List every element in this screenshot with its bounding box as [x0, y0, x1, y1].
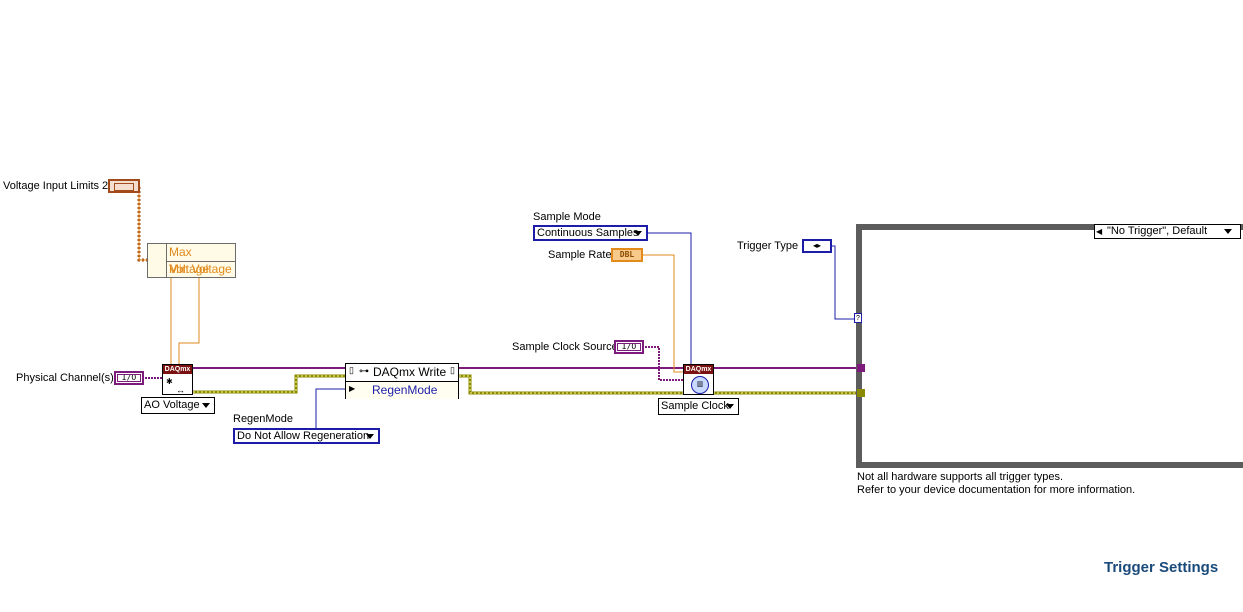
- voltage-input-limits-terminal[interactable]: [108, 179, 140, 193]
- voltage-input-limits-label: Voltage Input Limits 2: [3, 180, 109, 192]
- task-tunnel: [857, 364, 865, 372]
- physical-channels-label: Physical Channel(s): [16, 372, 114, 384]
- daqmx-timing-vi[interactable]: DAQmx ▥: [683, 364, 714, 395]
- property-node-icon: ⊶: [359, 366, 369, 377]
- sample-clock-selector[interactable]: Sample Clock: [658, 398, 739, 415]
- case-selector-terminal: ?: [854, 313, 862, 323]
- trigger-settings-title: Trigger Settings: [1104, 559, 1219, 576]
- daqmx-create-channel-vi[interactable]: DAQmx ✱ ↔: [162, 364, 193, 395]
- property-input-arrow-icon: ▶: [349, 384, 356, 393]
- regen-mode-enum[interactable]: Do Not Allow Regeneration: [233, 428, 380, 444]
- bundle-max-voltage: Max Voltage: [166, 244, 235, 276]
- channel-icon: ✱: [166, 377, 173, 386]
- sample-mode-label: Sample Mode: [533, 211, 601, 223]
- daqmx-header-timing: DAQmx: [684, 365, 713, 374]
- sample-rate-terminal[interactable]: DBL: [611, 248, 643, 262]
- sample-mode-enum[interactable]: Continuous Samples: [533, 225, 648, 241]
- write-node-title: DAQmx Write: [373, 365, 447, 379]
- refnum-out-icon: ▯: [450, 365, 455, 375]
- refnum-in-icon: ▯: [349, 365, 354, 375]
- note-line-1: Not all hardware supports all trigger ty…: [857, 471, 1064, 483]
- bundle-min-voltage: Min Voltage: [166, 261, 235, 278]
- case-selector[interactable]: "No Trigger", Default: [1094, 224, 1241, 239]
- trigger-type-label: Trigger Type: [737, 240, 799, 252]
- note-line-2: Refer to your device documentation for m…: [857, 484, 1136, 496]
- physical-channels-terminal[interactable]: I/O: [114, 371, 144, 385]
- arrow-range-icon: ↔: [176, 385, 185, 395]
- bundle-by-name-node[interactable]: Max Voltage Min Voltage: [147, 243, 236, 278]
- daqmx-header: DAQmx: [163, 365, 192, 374]
- trigger-type-terminal[interactable]: ◂▸: [802, 239, 832, 253]
- daqmx-write-property-node[interactable]: ▯ ⊶ DAQmx Write ▯ ▶ RegenMode: [345, 363, 459, 399]
- clock-icon: ▥: [691, 376, 709, 394]
- sample-clock-source-label: Sample Clock Source: [512, 341, 618, 353]
- sample-rate-label: Sample Rate: [548, 249, 612, 261]
- error-tunnel: [857, 389, 865, 397]
- regen-mode-property: RegenMode: [372, 383, 438, 397]
- case-structure-interior: [862, 230, 1243, 462]
- ao-voltage-selector[interactable]: AO Voltage: [141, 397, 215, 414]
- regen-mode-label: RegenMode: [233, 413, 293, 425]
- sample-clock-source-terminal[interactable]: I/O: [614, 340, 644, 354]
